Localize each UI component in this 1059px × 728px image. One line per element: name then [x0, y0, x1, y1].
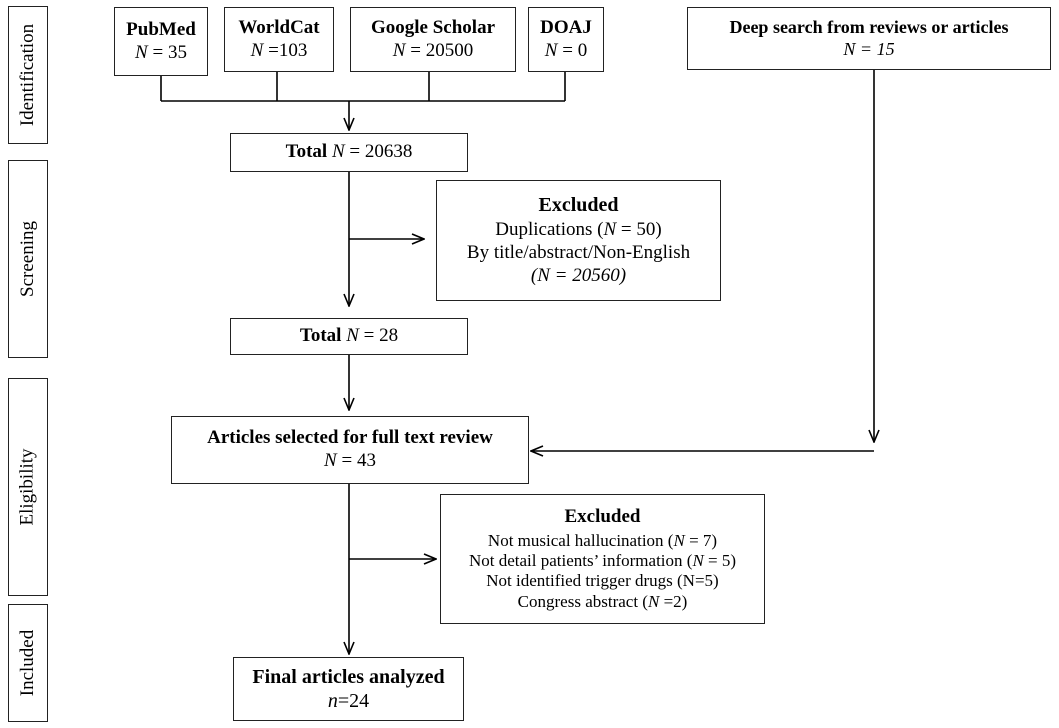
full-text-review-box: Articles selected for full text review N…	[171, 416, 529, 484]
excluded-reason: Not musical hallucination (N = 7)	[487, 530, 718, 550]
excluded-box-1: Excluded Duplications (N = 50) By title/…	[436, 180, 721, 301]
phase-screening: Screening	[8, 160, 48, 358]
source-worldcat: WorldCat N =103	[224, 7, 334, 72]
total-box-2: Total N = 28	[230, 318, 468, 355]
excluded-reason: Not detail patients’ information (N = 5)	[468, 551, 737, 570]
excluded-reason: Congress abstract (N =2)	[517, 591, 688, 611]
excluded-box-2: Excluded Not musical hallucination (N = …	[440, 494, 765, 624]
source-google-scholar: Google Scholar N = 20500	[350, 7, 516, 72]
source-pubmed: PubMed N = 35	[114, 7, 208, 76]
total-box-1: Total N = 20638	[230, 133, 468, 172]
phase-included: Included	[8, 604, 48, 722]
excluded-reason: Not identified trigger drugs (N=5)	[486, 571, 719, 591]
phase-eligibility: Eligibility	[8, 378, 48, 596]
final-articles-box: Final articles analyzed n=24	[233, 657, 464, 721]
phase-identification: Identification	[8, 6, 48, 144]
source-doaj: DOAJ N = 0	[528, 7, 604, 72]
deep-search-box: Deep search from reviews or articles N =…	[687, 7, 1051, 70]
